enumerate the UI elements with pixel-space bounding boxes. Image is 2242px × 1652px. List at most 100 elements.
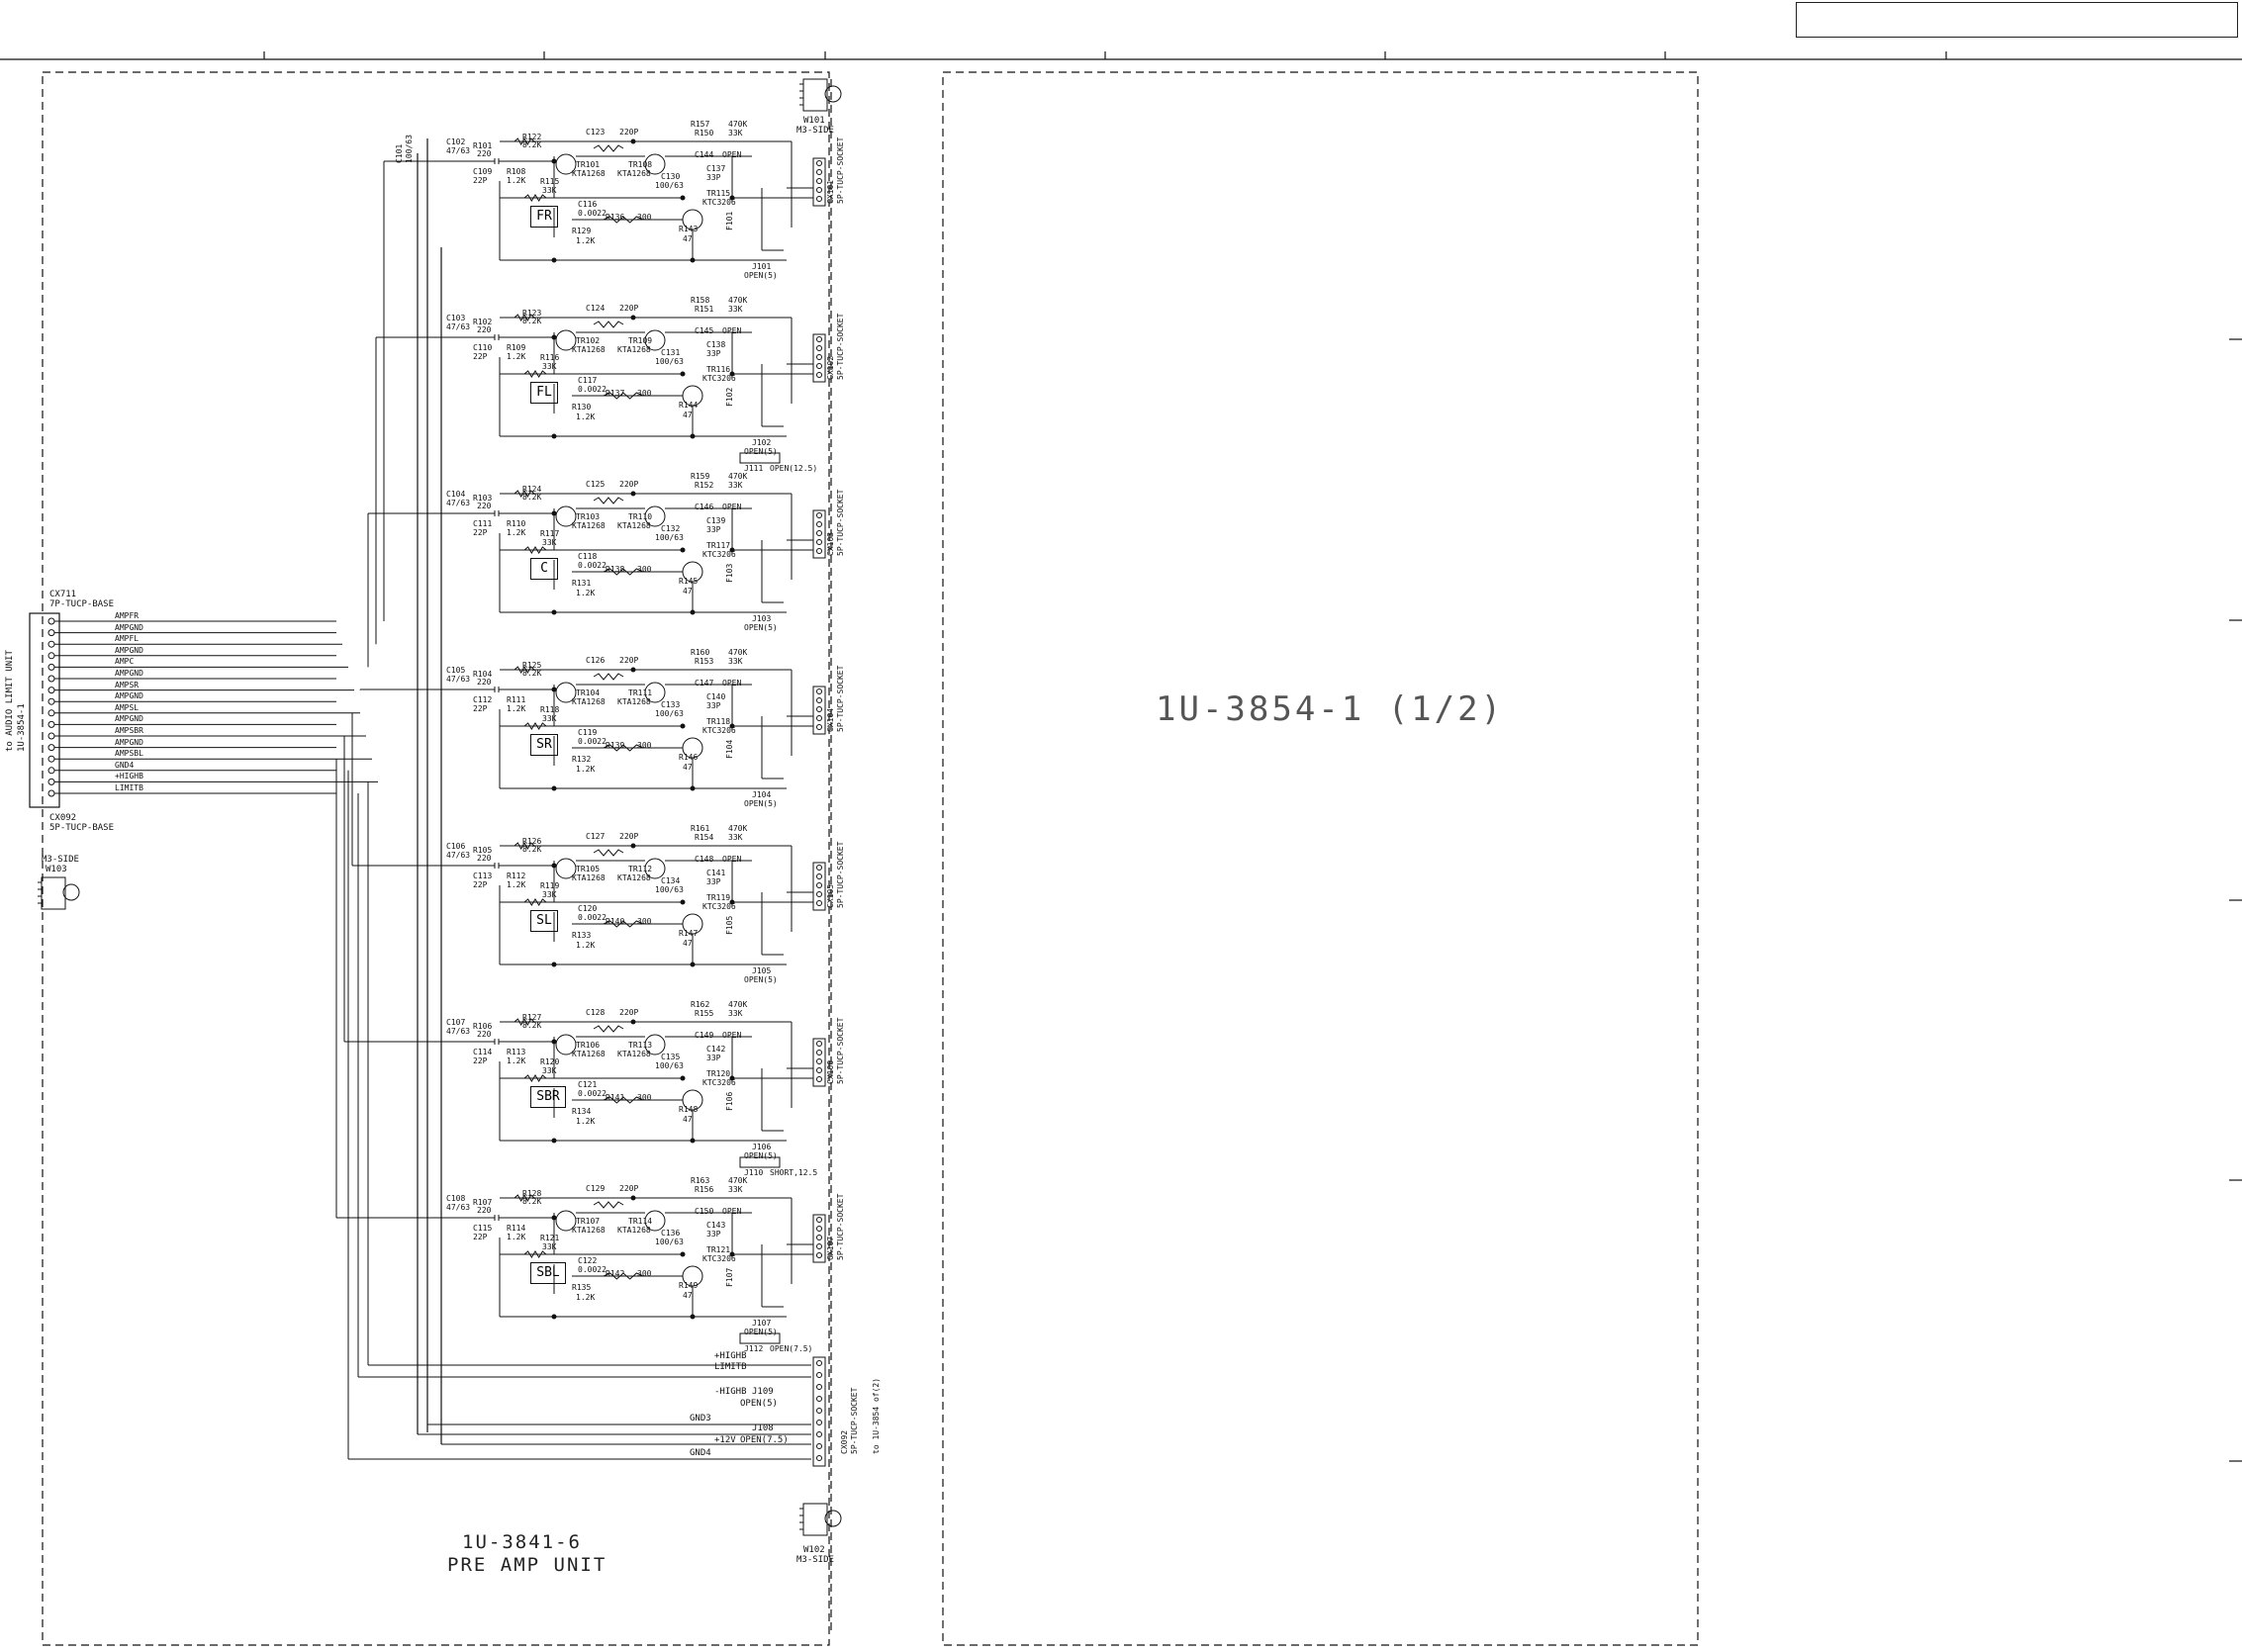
tr-type: KTC3206 (702, 1078, 736, 1087)
junction-dot (690, 257, 696, 263)
tr-ref: TR119 (706, 893, 731, 902)
res-value: 220 (477, 1030, 492, 1039)
channel-socket-pin (816, 345, 822, 351)
left-connector-pin (47, 778, 55, 785)
channel-socket-pin (816, 865, 822, 871)
channel-socket-pin (816, 706, 822, 712)
junction-dot (690, 962, 696, 967)
left-connector-bottom-type: 5P-TUCP-BASE (49, 823, 115, 833)
res-value: 470K (728, 472, 748, 481)
socket-type: 5P-TUCP-SOCKET (836, 137, 845, 204)
res-value: 47 (683, 763, 693, 772)
res-ref: R107 (473, 1198, 493, 1207)
junction-dot (690, 609, 696, 615)
jack-ref: J111 (744, 464, 764, 473)
res-ref: R117 (540, 529, 560, 538)
res-value: 1.2K (507, 352, 526, 361)
bottom-socket-pin (816, 1372, 822, 1378)
channel-socket-pin (816, 873, 822, 879)
cap-ref: C113 (473, 872, 493, 880)
bottom-socket-pin (816, 1420, 822, 1425)
tr-ref: TR110 (628, 512, 653, 521)
bottom-socket-pin (816, 1443, 822, 1449)
channel-socket-pin (816, 372, 822, 378)
res-value: 1.2K (507, 704, 526, 713)
res-value: 300 (637, 389, 652, 398)
channel-socket-body-2 (812, 509, 826, 559)
junction-dot (630, 667, 636, 673)
cap-value: 100/63 (655, 1238, 684, 1246)
cap-value: 22P (473, 880, 488, 889)
res-value: 470K (728, 1000, 748, 1009)
res-ref: R105 (473, 846, 493, 855)
left-connector-pin (47, 629, 55, 637)
res-ref: R124 (522, 485, 542, 494)
signal-label-13: GND4 (115, 760, 135, 770)
cap-value: 33P (706, 525, 721, 534)
mount-screw-icon-2 (824, 1510, 842, 1527)
cap-cf (593, 144, 624, 152)
res-ref: R153 (695, 657, 714, 666)
tr-type: KTA1268 (572, 1226, 606, 1235)
left-connector-pin (47, 675, 55, 683)
cap-ref: C104 (446, 490, 466, 499)
res-value: 47 (683, 939, 693, 948)
res-ref: R158 (691, 296, 710, 305)
net-gnd3: GND3 (690, 1414, 711, 1423)
channel-name-box-0: FR (530, 206, 558, 228)
cap-value: 33P (706, 349, 721, 358)
junction-dot (680, 547, 686, 553)
cap-value: 22P (473, 176, 488, 185)
tr-type: KTA1268 (617, 1226, 651, 1235)
mount-body-0 (802, 78, 828, 112)
tr-ref: TR109 (628, 336, 653, 345)
res-ref: R120 (540, 1057, 560, 1066)
res-ref: R154 (695, 833, 714, 842)
cap-ref: C145 (695, 326, 714, 335)
tr-ref: TR102 (576, 336, 601, 345)
res-value: 33K (542, 186, 557, 195)
jumper-j109-value: OPEN(5) (740, 1399, 778, 1409)
fuse-ref: F103 (725, 563, 734, 583)
res-value: 1.2K (576, 765, 596, 774)
socket-type: 5P-TUCP-SOCKET (836, 841, 845, 908)
res-value: 1.2K (576, 941, 596, 950)
cap-value: 100/63 (655, 885, 684, 894)
res-value: 220 (477, 1206, 492, 1215)
tr-ref: TR121 (706, 1245, 731, 1254)
channel-socket-pin (816, 1041, 822, 1047)
res-value: 1.2K (576, 1293, 596, 1302)
channel-socket-pin (816, 1235, 822, 1240)
title-block-frame (1796, 2, 2238, 38)
res-value: 1.2K (507, 1056, 526, 1065)
jack-ref: J106 (752, 1143, 772, 1151)
res-ref: R131 (572, 579, 592, 588)
channel-socket-pin (816, 1050, 822, 1055)
junction-dot (551, 609, 557, 615)
cap-value: 47/63 (446, 322, 471, 331)
tr-type: KTA1268 (617, 697, 651, 706)
top-cap-ref: C101 (395, 143, 404, 163)
cap-value: 47/63 (446, 146, 471, 155)
res-ref: R127 (522, 1013, 542, 1022)
cap-ref: C119 (578, 728, 598, 737)
channel-socket-pin (816, 521, 822, 527)
res-value: 33K (542, 362, 557, 371)
jack-value: OPEN(5) (744, 799, 778, 808)
channel-socket-pin (816, 1058, 822, 1064)
cap-value: 100/63 (655, 533, 684, 542)
res-ref: R102 (473, 318, 493, 326)
jack-ref: J112 (744, 1344, 764, 1353)
cap-value: 33P (706, 1054, 721, 1062)
channel-socket-body-1 (812, 333, 826, 383)
cap-ref: C150 (695, 1207, 714, 1216)
jack-value: OPEN(5) (744, 447, 778, 456)
cap-value: 220P (619, 832, 639, 841)
cap-value: 0.0022 (578, 737, 607, 746)
cap-cf (593, 673, 624, 681)
socket-type: 5P-TUCP-SOCKET (836, 1193, 845, 1260)
res-ref: R161 (691, 824, 710, 833)
fuse-ref: F104 (725, 739, 734, 759)
mount-w103-label: M3-SIDE (42, 855, 79, 865)
tr-type: KTA1268 (617, 873, 651, 882)
